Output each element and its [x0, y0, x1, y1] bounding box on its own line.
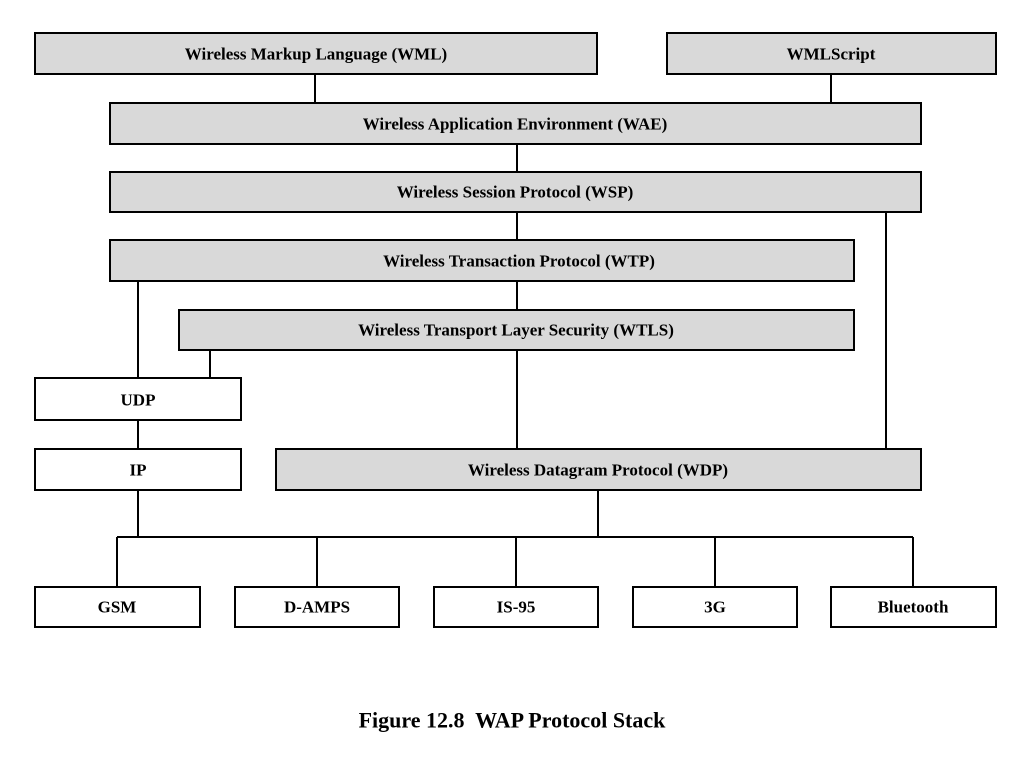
node-udp: UDP [34, 377, 242, 421]
node-wsp-label: Wireless Session Protocol (WSP) [397, 183, 634, 202]
node-gsm-label: GSM [98, 598, 137, 617]
node-bluetooth: Bluetooth [830, 586, 997, 628]
node-udp-label: UDP [121, 391, 156, 410]
node-3g: 3G [632, 586, 798, 628]
node-damps-label: D-AMPS [284, 598, 350, 617]
node-wmlscript: WMLScript [666, 32, 997, 75]
node-wae: Wireless Application Environment (WAE) [109, 102, 922, 145]
node-wtls: Wireless Transport Layer Security (WTLS) [178, 309, 855, 351]
node-wsp: Wireless Session Protocol (WSP) [109, 171, 922, 213]
node-wae-label: Wireless Application Environment (WAE) [363, 115, 668, 134]
node-wml: Wireless Markup Language (WML) [34, 32, 598, 75]
node-wdp-label: Wireless Datagram Protocol (WDP) [468, 461, 728, 480]
figure-caption: Figure 12.8 WAP Protocol Stack [359, 708, 667, 733]
node-gsm: GSM [34, 586, 201, 628]
node-wtp-label: Wireless Transaction Protocol (WTP) [383, 252, 655, 271]
node-wml-label: Wireless Markup Language (WML) [185, 45, 447, 64]
node-wdp: Wireless Datagram Protocol (WDP) [275, 448, 922, 491]
node-is95-label: IS-95 [497, 598, 536, 617]
node-wmlscript-label: WMLScript [787, 45, 876, 64]
node-3g-label: 3G [704, 598, 726, 617]
node-damps: D-AMPS [234, 586, 400, 628]
node-ip: IP [34, 448, 242, 491]
node-ip-label: IP [130, 461, 147, 480]
node-is95: IS-95 [433, 586, 599, 628]
node-bluetooth-label: Bluetooth [878, 598, 949, 617]
connectors [116, 74, 914, 587]
node-wtp: Wireless Transaction Protocol (WTP) [109, 239, 855, 282]
node-wtls-label: Wireless Transport Layer Security (WTLS) [358, 321, 674, 340]
